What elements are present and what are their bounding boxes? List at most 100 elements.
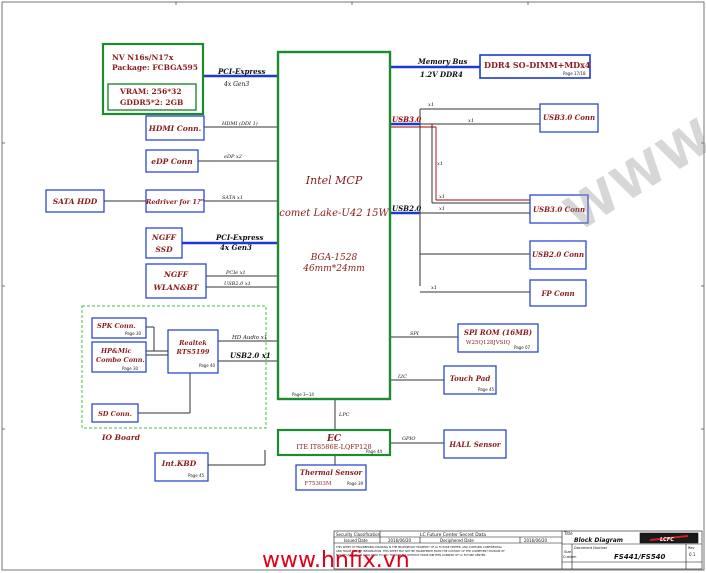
thermal-box: [295, 464, 367, 491]
edp-link-label: eDP x2: [224, 154, 242, 160]
x1-label-c: x1: [437, 161, 443, 167]
blue-buses: [182, 65, 480, 245]
ngff-ssd-label2: SSD: [155, 245, 173, 254]
hp-conn-label1: HP&Mic: [100, 347, 132, 355]
ec-page: Page 44: [366, 449, 383, 454]
tb-rev-label: Rev: [688, 546, 695, 550]
touchpad-box: [443, 365, 497, 395]
hp-conn-page: Page 30: [122, 366, 139, 371]
usb2-bus-label: USB2.0: [392, 204, 421, 213]
gpu-block: NV N16s/N17x Package: FCBGA595 VRAM: 256…: [101, 42, 205, 116]
tb-docnum: FS441/FS540: [614, 553, 666, 561]
ngff-ssd-box: [145, 227, 183, 259]
x1-label-a: x1: [428, 102, 434, 108]
left-boxes: [45, 115, 367, 491]
sd-conn-box: [91, 403, 139, 423]
hdmi-conn-label: HDMI Conn.: [148, 124, 202, 133]
hall-box: [443, 429, 507, 459]
ngff-ssd-label1: NGFF: [151, 233, 177, 242]
pcie-gpu-label1: PCI-Express: [217, 67, 266, 76]
tb-issued-label: Issued Date: [344, 538, 368, 543]
cpu-package: BGA-1528: [310, 253, 358, 263]
right-boxes: [443, 103, 599, 459]
usb3-conn-b-label: USB3.0 Conn: [533, 205, 585, 214]
tb-disclaimer-2: AND TRADE SECRET INFORMATION. THIS SHEET…: [336, 549, 505, 553]
ngff-wlan-label2: WLAN&BT: [153, 283, 199, 292]
usb2-conn-box: [529, 240, 587, 270]
usb3-highlight: [390, 126, 530, 201]
io-board-label: IO Board: [101, 433, 141, 442]
redriver-box: [145, 189, 205, 213]
gpu-line2: Package: FCBGA595: [112, 63, 198, 72]
ec-title: EC: [326, 434, 342, 444]
lpc-label: LPC: [338, 412, 350, 418]
tb-deciphered-label: Deciphered Date: [440, 538, 474, 543]
realtek-page: Page 40: [199, 363, 216, 368]
tb-logo: LCFC: [660, 537, 674, 543]
usb2-conn-label: USB2.0 Conn: [532, 250, 584, 259]
hp-conn-box: [91, 341, 147, 373]
hdmi-link-label: HDMI (DDI 1): [221, 120, 258, 127]
i2c-label: I2C: [397, 374, 407, 380]
tb-rev: 0.1: [689, 552, 696, 557]
gpu-line1: NV N16s/N17x: [112, 53, 174, 62]
sata-hdd-label: SATA HDD: [53, 197, 98, 206]
ddr4-page: Page 17/18: [563, 71, 586, 76]
tb-size-label: Size: [564, 550, 571, 554]
tb-disclaimer-3: MAY BE USED BY OR DISCLOSED TO ANY THIRD…: [336, 553, 486, 557]
thermal-part: F75303M: [305, 481, 332, 487]
touchpad-page: Page 45: [478, 387, 495, 392]
pcie-gpu-label2: 4x Gen3: [223, 81, 249, 88]
tb-company: LC Future Center Secret Data: [420, 532, 486, 538]
usb-rts-label: USB2.0 x1: [230, 351, 271, 360]
fp-conn-box: [529, 279, 587, 307]
fp-conn-label: FP Conn: [540, 289, 574, 298]
gpu-gddr: GDDR5*2: 2GB: [120, 98, 183, 107]
gpio-label: GPIO: [402, 436, 415, 442]
memory-bus-voltage: 1.2V DDR4: [420, 70, 463, 79]
usb-wlan-label: USB2.0 x1: [224, 281, 251, 287]
ngff-wlan-box: [145, 263, 207, 299]
tb-docnum-label: Document Number: [574, 546, 608, 550]
spk-conn-label: SPK Conn.: [97, 322, 136, 330]
ec-block: EC ITE IT8586E-LQFP128 Page 44: [276, 428, 392, 457]
spi-rom-page: Page 07: [514, 345, 531, 350]
redriver-label: Redriver for 1?": [145, 198, 204, 206]
spk-conn-page: Page 30: [125, 331, 142, 336]
ngff-wlan-label1: NGFF: [163, 270, 189, 279]
hd-audio-label: HD Audio x1: [231, 335, 267, 341]
ddr4-block: DDR4 SO-DIMM+MDx4 Page 17/18: [479, 54, 591, 79]
cpu-title: Intel MCP: [305, 174, 363, 187]
cpu-model: comet Lake-U42 15W: [279, 208, 389, 219]
x1-label-b: x1: [468, 118, 474, 124]
usb3-conn-a-label: USB3.0 Conn: [543, 113, 595, 122]
cpu-block: Intel MCP comet Lake-U42 15W BGA-1528 46…: [276, 50, 392, 401]
edp-conn-box: [145, 149, 199, 173]
io-board-frame: [81, 305, 267, 429]
tb-disclaimer-1: THIS SHEET OF ENGINEERING DRAWING IS THE…: [336, 545, 503, 549]
sata-hdd-box: [45, 189, 105, 213]
hp-conn-label2: Combo Conn.: [96, 356, 145, 364]
spi-rom-box: [457, 323, 539, 353]
spi-label: SPI: [410, 331, 420, 337]
tb-sec-class: Security Classification: [336, 532, 381, 537]
tb-issued-date: 2016/06/20: [388, 538, 412, 543]
touchpad-label: Touch Pad: [450, 374, 491, 383]
thermal-page: Page 39: [347, 481, 364, 486]
pcie-wlan-label: PCIe x1: [225, 270, 246, 276]
realtek-label2: RTS5199: [176, 348, 210, 356]
edp-conn-label: eDP Conn: [151, 157, 192, 166]
ddr4-label: DDR4 SO-DIMM+MDx4: [484, 60, 591, 70]
usb3-conn-b-box: [529, 194, 589, 224]
pcie-ssd-label1: PCI-Express: [215, 233, 264, 242]
frame-ticks: [2, 2, 704, 430]
tb-doc-title: Block Diagram: [574, 537, 623, 544]
kbd-box: [154, 452, 209, 482]
watermark-url: www.hnfix.vn: [262, 548, 410, 573]
usb3-conn-a-box: [539, 103, 599, 133]
tb-deciphered-date: 2016/06/20: [524, 538, 548, 543]
memory-bus-label: Memory Bus: [417, 57, 467, 66]
hdmi-conn-box: [145, 115, 205, 141]
spi-rom-label: SPI ROM (16MB): [464, 328, 532, 337]
